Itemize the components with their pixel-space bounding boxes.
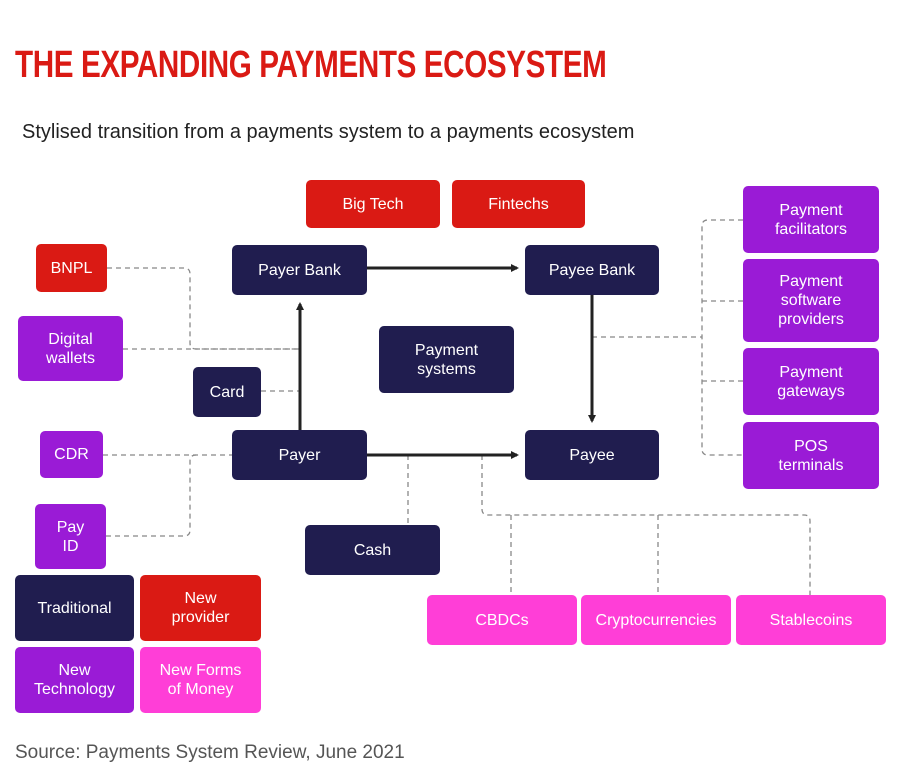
node-payee-bank: Payee Bank [525,245,659,295]
node-cash: Cash [305,525,440,575]
node-pay-id: Pay ID [35,504,106,569]
node-bnpl: BNPL [36,244,107,292]
node-cryptocurrencies: Cryptocurrencies [581,595,731,645]
node-big-tech: Big Tech [306,180,440,228]
pay-id-connector [106,454,197,537]
bnpl-connector [107,267,300,350]
node-fintechs: Fintechs [452,180,585,228]
node-cdr: CDR [40,431,103,478]
source-note: Source: Payments System Review, June 202… [15,742,405,763]
node-cbdcs: CBDCs [427,595,577,645]
node-payee: Payee [525,430,659,480]
node-payment-software-providers: Payment software providers [743,259,879,342]
subtitle: Stylised transition from a payments syst… [22,121,635,143]
node-payer-bank: Payer Bank [232,245,367,295]
node-payment-gateways: Payment gateways [743,348,879,415]
node-payment-systems: Payment systems [379,326,514,393]
node-payment-facilitators: Payment facilitators [743,186,879,253]
legend-new-forms-of-money: New Forms of Money [140,647,261,713]
legend-traditional: Traditional [15,575,134,641]
node-stablecoins: Stablecoins [736,595,886,645]
node-digital-wallets: Digital wallets [18,316,123,381]
legend-new-technology: New Technology [15,647,134,713]
node-payer: Payer [232,430,367,480]
node-card: Card [193,367,261,417]
page-title: THE EXPANDING PAYMENTS ECOSYSTEM [15,44,607,86]
new-money-connector [481,455,811,595]
node-pos-terminals: POS terminals [743,422,879,489]
legend-new-provider: New provider [140,575,261,641]
